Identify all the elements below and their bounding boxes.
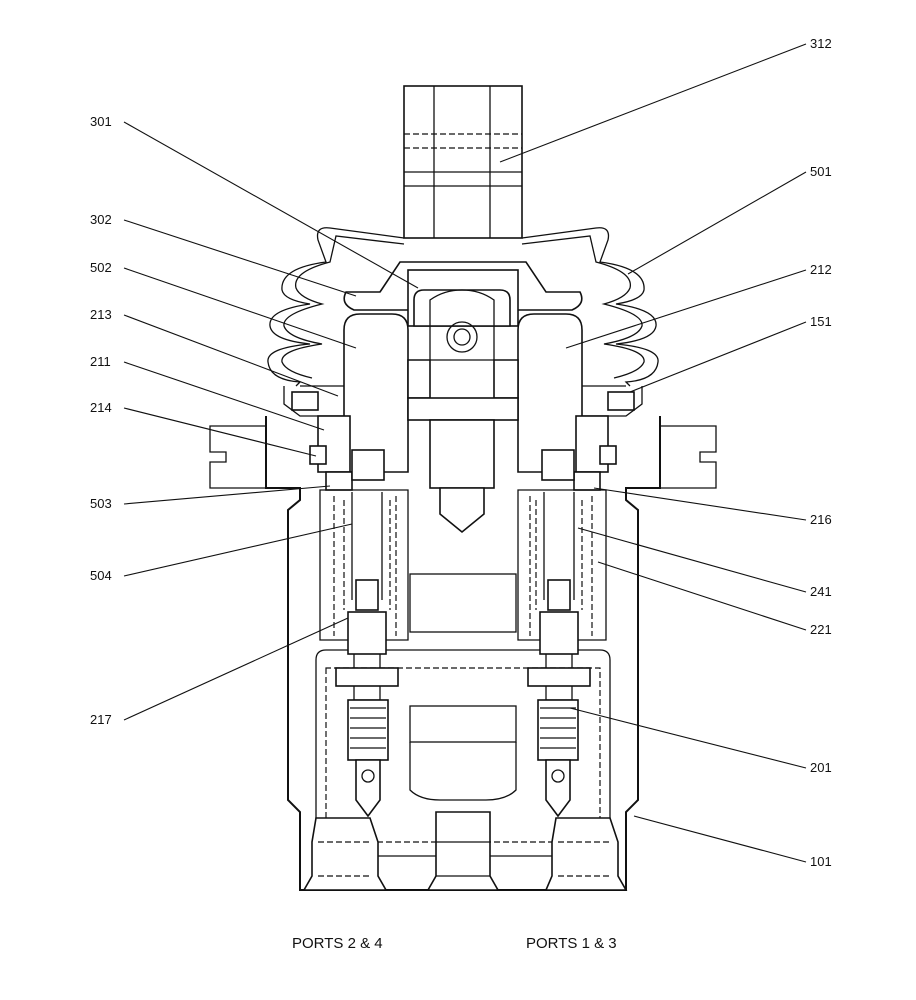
callout-501: 501 xyxy=(810,164,832,179)
caption-ports-2-4: PORTS 2 & 4 xyxy=(292,935,383,952)
callout-301: 301 xyxy=(90,114,112,129)
callout-211: 211 xyxy=(90,354,111,369)
handle-stem xyxy=(403,85,523,239)
callout-302: 302 xyxy=(90,212,112,227)
callout-241: 241 xyxy=(810,584,832,599)
callout-201: 201 xyxy=(810,760,832,775)
callout-312: 312 xyxy=(810,36,832,51)
callout-217: 217 xyxy=(90,712,112,727)
callout-502: 502 xyxy=(90,260,112,275)
push-rods xyxy=(343,313,583,473)
right-spool-assembly xyxy=(517,415,617,818)
callout-503: 503 xyxy=(90,496,112,511)
callout-151: 151 xyxy=(810,314,832,329)
callout-221: 221 xyxy=(810,622,832,637)
leader-lines xyxy=(123,43,807,863)
callout-216: 216 xyxy=(810,512,832,527)
plate-and-joint xyxy=(343,261,583,361)
callout-214: 214 xyxy=(90,400,112,415)
caption-ports-1-3: PORTS 1 & 3 xyxy=(526,935,617,952)
callout-504: 504 xyxy=(90,568,112,583)
cam-shaft xyxy=(407,397,519,534)
rubber-boot xyxy=(267,227,659,387)
callout-213: 213 xyxy=(90,307,112,322)
bottom-ports xyxy=(302,811,628,891)
left-spool-assembly xyxy=(309,415,409,818)
callout-101: 101 xyxy=(810,854,832,869)
callout-labels: 312 301 501 302 212 502 151 213 211 214 … xyxy=(90,36,832,869)
casing-top xyxy=(283,385,643,417)
callout-212: 212 xyxy=(810,262,832,277)
